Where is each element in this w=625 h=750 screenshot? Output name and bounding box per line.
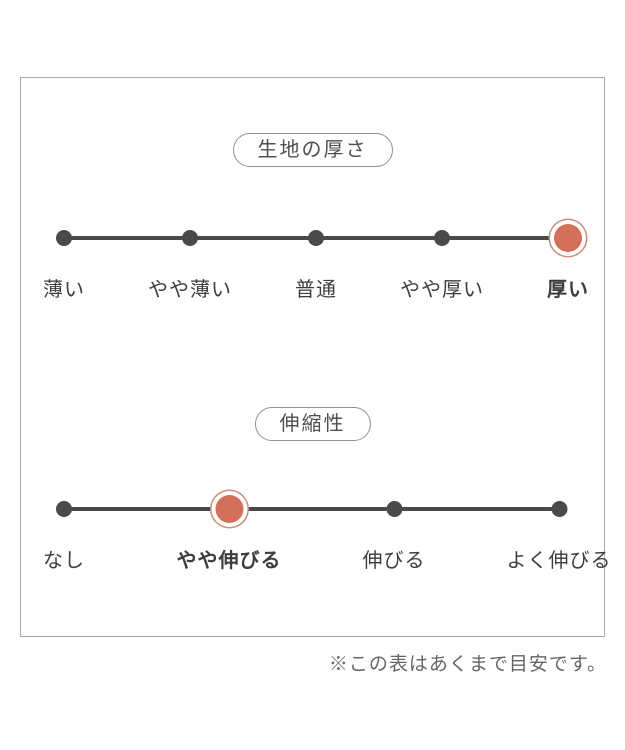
dot-area <box>554 218 582 258</box>
dot-area <box>215 489 243 529</box>
stretch-title-pill: 伸縮性 <box>254 407 371 441</box>
dot-marker <box>56 501 72 517</box>
scale-point: なし <box>43 489 85 574</box>
selected-dot-marker <box>554 224 582 252</box>
thickness-title: 生地の厚さ <box>257 139 368 161</box>
scale-label: 厚い <box>547 279 589 301</box>
scale-point: 普通 <box>295 218 337 303</box>
dot-marker <box>551 501 567 517</box>
dot-area <box>551 489 567 529</box>
stretch-scale-line <box>64 507 559 511</box>
scale-label: 伸びる <box>362 550 426 572</box>
scale-point-selected: やや伸びる <box>177 489 282 574</box>
scale-point: やや厚い <box>400 218 484 303</box>
selected-dot-marker <box>215 495 243 523</box>
scale-label: よく伸びる <box>506 550 612 572</box>
scale-label: やや伸びる <box>176 550 282 572</box>
dot-marker <box>308 230 324 246</box>
scale-label: 普通 <box>295 279 337 301</box>
thickness-scale-track: 薄い やや薄い 普通 やや厚い 厚い <box>43 218 588 328</box>
dot-marker <box>386 501 402 517</box>
disclaimer-note: ※この表はあくまで目安です。 <box>328 654 607 675</box>
scale-label: やや厚い <box>400 279 484 301</box>
stretch-title: 伸縮性 <box>279 413 346 435</box>
dot-area <box>182 218 198 258</box>
spec-panel: 生地の厚さ 薄い やや薄い 普通 やや厚い 厚い 伸縮性 なし やや伸びる 伸びる よく伸びる <box>20 77 611 637</box>
dot-area <box>56 489 72 529</box>
scale-label: 薄い <box>43 279 85 301</box>
scale-label: なし <box>43 550 85 572</box>
dot-area <box>434 218 450 258</box>
thickness-title-pill: 生地の厚さ <box>232 133 393 167</box>
dot-marker <box>56 230 72 246</box>
stretch-scale-track: なし やや伸びる 伸びる よく伸びる <box>43 489 611 599</box>
dot-area <box>386 489 402 529</box>
scale-point: よく伸びる <box>507 489 612 574</box>
dot-area <box>308 218 324 258</box>
scale-point: 伸びる <box>363 489 426 574</box>
scale-point: 薄い <box>43 218 85 303</box>
dot-area <box>56 218 72 258</box>
dot-marker <box>434 230 450 246</box>
scale-point: やや薄い <box>148 218 232 303</box>
scale-point-selected: 厚い <box>547 218 589 303</box>
scale-label: やや薄い <box>148 279 232 301</box>
dot-marker <box>182 230 198 246</box>
